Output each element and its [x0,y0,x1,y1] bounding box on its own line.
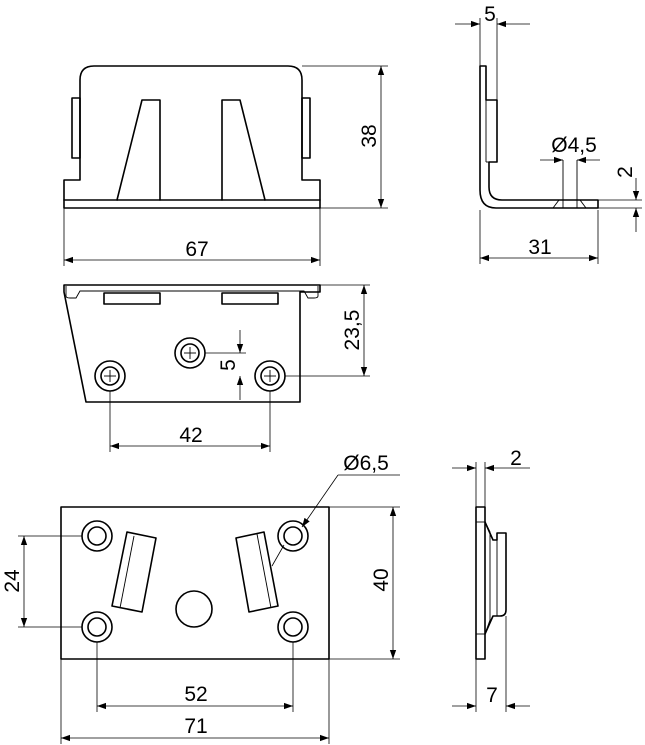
dimension-thickness-2: 2 [452,447,530,507]
dim-label-6-5: Ø6,5 [343,452,389,475]
dim-label-24: 24 [1,569,24,593]
dimension-height-23-5: 23,5 [285,284,370,377]
dimension-vertical-24: 24 [1,535,82,628]
dim-label-5: 5 [484,3,496,26]
dimension-width-71: 71 [60,659,330,744]
dim-label-38: 38 [358,124,381,147]
bottom-view-plate [60,506,330,660]
dim-label-67: 67 [185,238,208,261]
dimension-hole-4-5: Ø4,5 [540,134,600,164]
dimension-width-67: 67 [63,208,321,266]
top-view-plate [63,284,321,403]
side-view-bracket [479,65,599,209]
dim-label-31: 31 [528,236,551,259]
dim-label-23-5: 23,5 [341,310,364,351]
dimension-diameter-6-5: Ø6,5 [271,452,400,567]
dimension-horizontal-52: 52 [96,642,294,712]
dim-label-side2-2: 2 [510,447,522,470]
dimension-offset-2: 2 [598,166,642,232]
dimension-spacing-42: 42 [109,391,271,452]
dimension-depth-31: 31 [479,210,599,264]
dim-label-52: 52 [184,683,207,706]
dimension-offset-5: 5 [205,330,246,400]
dim-label-mid-5: 5 [217,359,240,371]
dimension-thickness-5: 5 [455,3,530,100]
dim-label-7: 7 [486,684,498,707]
dim-label-40: 40 [370,568,393,591]
dim-label-71: 71 [184,715,207,738]
dim-label-2: 2 [614,166,637,178]
front-view-top [63,65,321,209]
dim-label-42: 42 [179,424,202,447]
dim-label-4-5: Ø4,5 [551,134,597,157]
dimension-depth-7: 7 [452,616,530,712]
dimension-height-38: 38 [302,65,388,209]
dimension-height-40: 40 [329,506,400,660]
side-view-bottom-plate [475,506,507,660]
